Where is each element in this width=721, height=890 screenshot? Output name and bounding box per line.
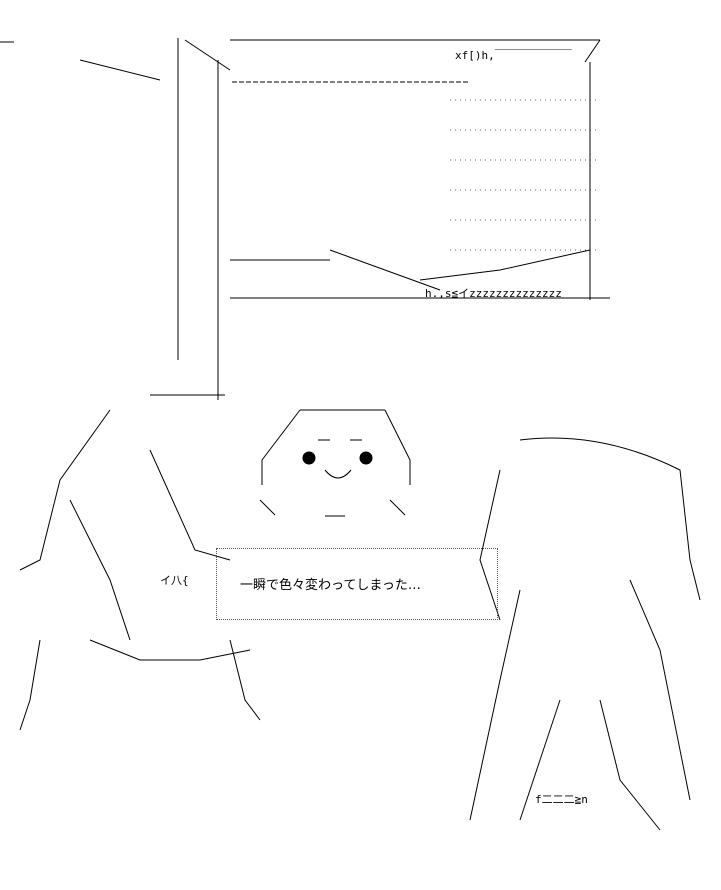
background-strokes [0, 41, 161, 81]
monitor-frame [177, 38, 610, 400]
smiley-face [259, 409, 411, 517]
caption-box [216, 548, 498, 620]
left-character [19, 394, 261, 731]
sign-edge-text: イ八{ [160, 574, 189, 587]
screen-dots [450, 99, 600, 251]
caption-text: 一瞬で色々変わってしまった… [240, 578, 421, 593]
right-character [469, 437, 701, 831]
monitor-bottom-text: h.,s≦イzzzzzzzzzzzzzz [425, 287, 562, 300]
monitor-text: xf[)h,￣￣￣￣￣￣￣ [455, 49, 572, 62]
bottom-right-text: f二二二≧n [535, 793, 588, 806]
